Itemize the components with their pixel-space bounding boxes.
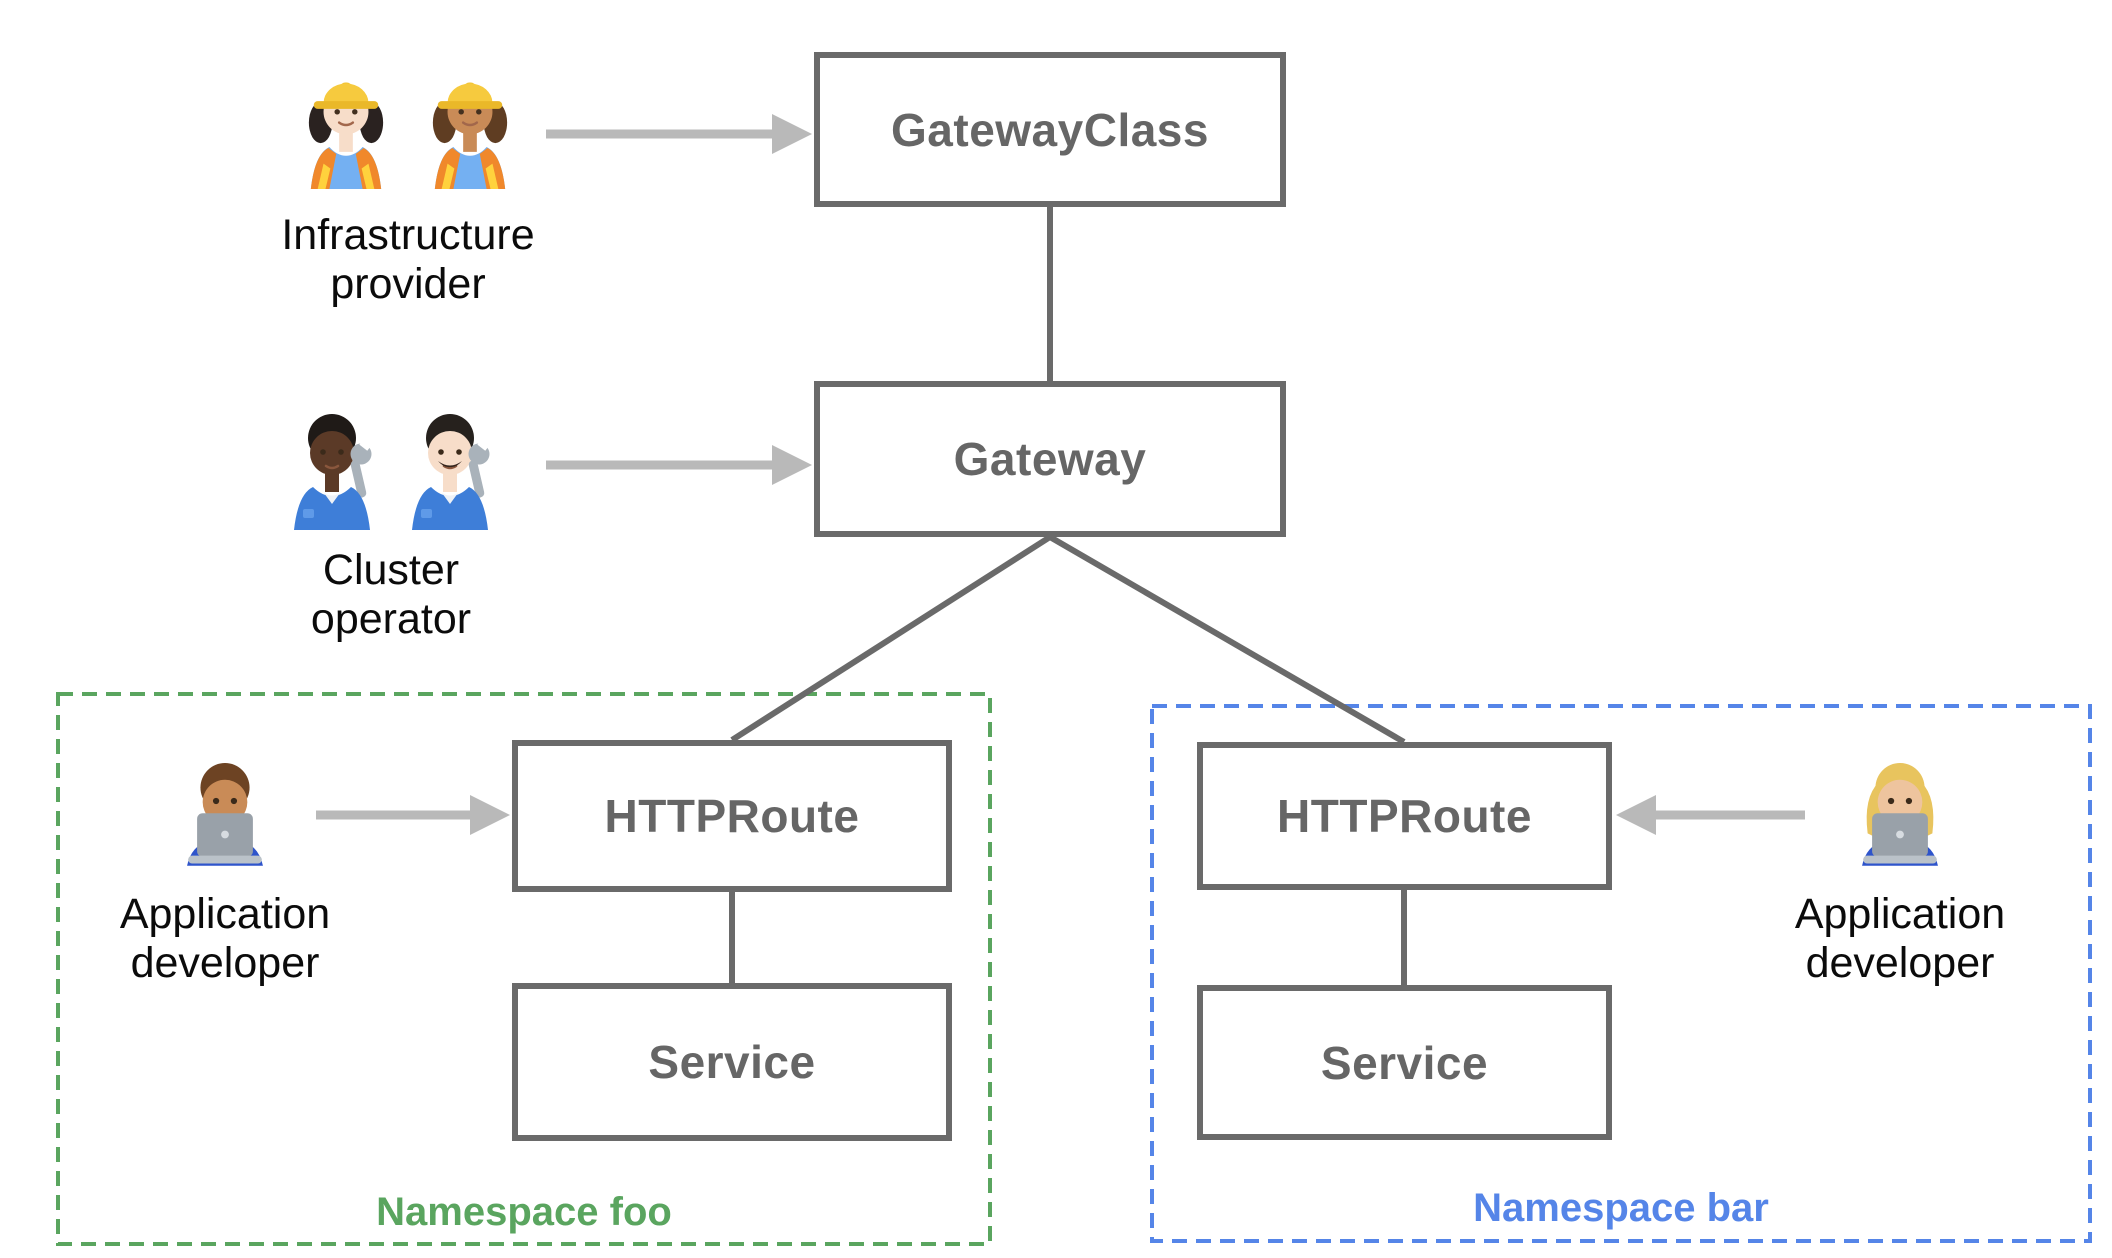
- mechanic-dark-skin-icon: [282, 400, 382, 530]
- arrow-app-developer-to-httproute-foo: [316, 795, 510, 835]
- node-service-bar: Service: [1197, 985, 1612, 1140]
- gateway-label: Gateway: [953, 433, 1147, 485]
- persona-app-developer-bar: Application developer: [1750, 753, 2050, 989]
- persona-app-developer-foo: Application developer: [75, 753, 375, 989]
- node-httproute-bar: HTTPRoute: [1197, 742, 1612, 890]
- service-foo-label: Service: [648, 1036, 816, 1088]
- namespace-bar-boundary: [1150, 704, 2092, 1243]
- namespace-foo-label: Namespace foo: [376, 1190, 672, 1234]
- woman-technologist-blonde-icon: [1844, 753, 1956, 878]
- arrow-infrastructure-provider-to-gatewayclass: [546, 114, 812, 154]
- namespace-bar-label: Namespace bar: [1473, 1186, 1769, 1230]
- service-bar-label: Service: [1320, 1036, 1489, 1089]
- arrow-cluster-operator-to-gateway: [546, 445, 812, 485]
- woman-construction-worker-light-icon: [297, 62, 395, 189]
- app-developer-foo-label: Application developer: [119, 890, 331, 988]
- httproute-foo-label: HTTPRoute: [604, 790, 860, 842]
- httproute-bar-label: HTTPRoute: [1277, 790, 1532, 842]
- edge-gateway-httproute-bar: [1048, 534, 1406, 745]
- cluster-operator-label: Cluster operator: [310, 546, 472, 644]
- edge-gateway-httproute-foo: [730, 534, 1052, 743]
- gatewayclass-label: GatewayClass: [891, 103, 1209, 156]
- app-developer-foo-icons: [169, 753, 281, 878]
- persona-cluster-operator: Cluster operator: [211, 400, 571, 645]
- node-gatewayclass: GatewayClass: [814, 52, 1286, 207]
- namespace-foo-boundary: [56, 692, 992, 1246]
- infrastructure-provider-icons: [297, 62, 519, 189]
- app-developer-bar-label: Application developer: [1794, 890, 2006, 988]
- node-httproute-foo: HTTPRoute: [512, 740, 952, 892]
- man-mechanic-light-mustache-icon: [400, 400, 500, 530]
- arrow-app-developer-to-httproute-bar: [1616, 795, 1805, 835]
- app-developer-bar-icons: [1844, 753, 1956, 878]
- cluster-operator-icons: [282, 400, 500, 530]
- man-technologist-icon: [169, 753, 281, 878]
- infrastructure-provider-label: Infrastructure provider: [281, 211, 535, 309]
- node-service-foo: Service: [512, 983, 952, 1141]
- node-gateway: Gateway: [814, 381, 1286, 537]
- woman-construction-worker-medium-icon: [421, 62, 519, 189]
- persona-infrastructure-provider: Infrastructure provider: [228, 62, 588, 310]
